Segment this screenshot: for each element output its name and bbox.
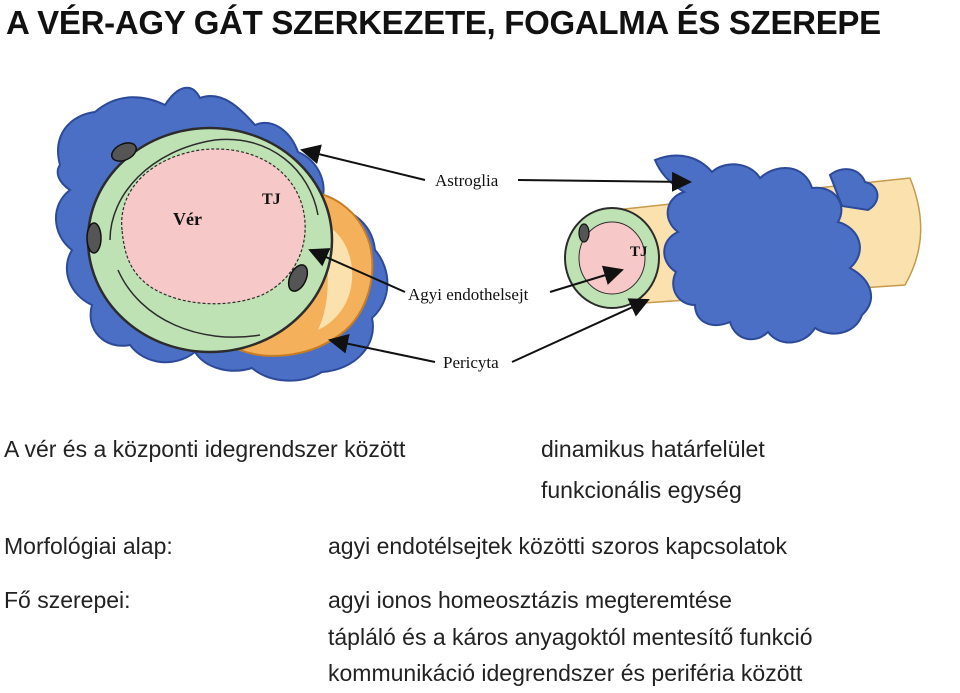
- right-endothelium: [564, 207, 660, 309]
- intro-def-2: funkcionális egység: [541, 477, 742, 503]
- morphology-value: agyi endotélsejtek közötti szoros kapcso…: [328, 533, 787, 559]
- page-title: A VÉR-AGY GÁT SZERKEZETE, FOGALMA ÉS SZE…: [6, 4, 881, 41]
- role-item: agyi ionos homeosztázis megteremtése: [328, 587, 732, 613]
- intro-text: A vér és a központi idegrendszer között: [4, 436, 406, 462]
- intro-def-1: dinamikus határfelület: [541, 436, 765, 462]
- blood-brain-barrier-diagram: Vér TJ TJ Astroglia Agyi endothelsejt Pe…: [55, 86, 922, 382]
- left-nuclei: [86, 142, 309, 292]
- role-item: kommunikáció idegrendszer és periféria k…: [328, 660, 803, 686]
- left-blood-lumen: [121, 148, 306, 305]
- roles-label: Fő szerepei:: [4, 587, 131, 613]
- blood-label: Vér: [173, 209, 202, 229]
- pointer-arrows: [300, 144, 692, 363]
- endothelial-label: Agyi endothelsejt: [408, 285, 529, 304]
- tj-label-left: TJ: [262, 191, 281, 208]
- pericyte-label: Pericyta: [443, 353, 499, 372]
- astroglia-label: Astroglia: [435, 171, 499, 190]
- right-astroglia-endfeet: [653, 154, 879, 344]
- role-item: tápláló és a káros anyagoktól mentesítő …: [328, 624, 813, 650]
- morphology-label: Morfológiai alap:: [4, 533, 173, 559]
- tj-label-right: TJ: [630, 244, 648, 260]
